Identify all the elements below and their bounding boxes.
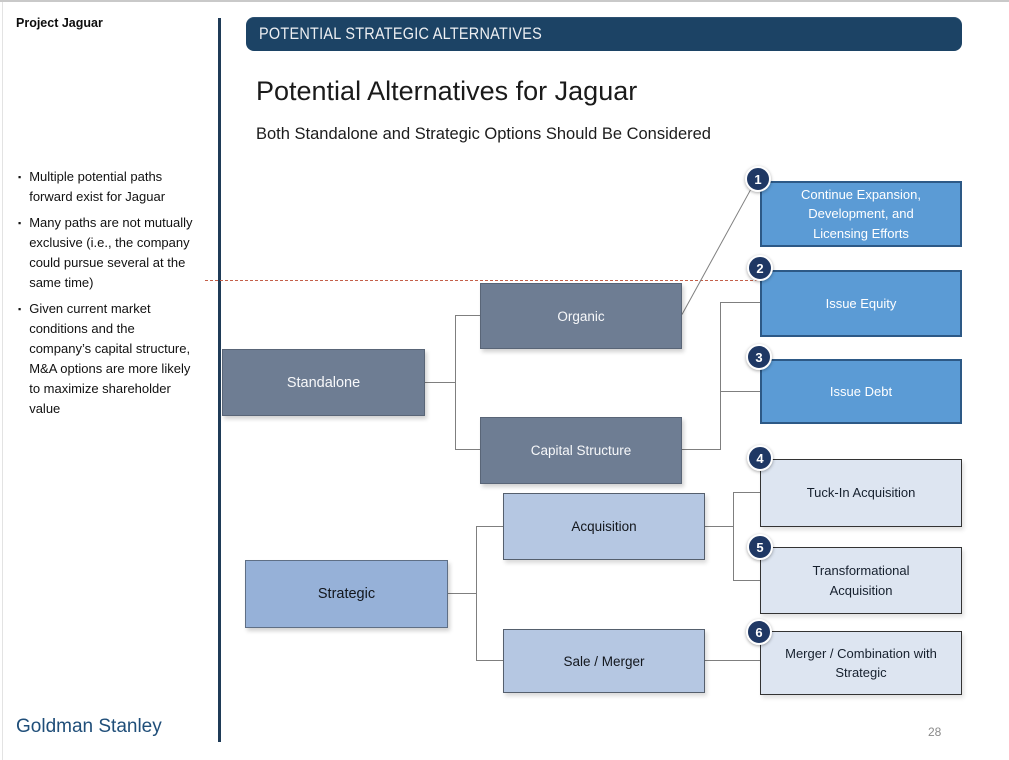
section-header-title: POTENTIAL STRATEGIC ALTERNATIVES [259, 24, 543, 43]
alt-box-tuck-in-acquisition: Tuck-In Acquisition [760, 459, 962, 527]
alt-label: Issue Debt [829, 383, 893, 399]
bullet-icon: ▪ [18, 304, 22, 314]
page-title: Potential Alternatives for Jaguar [256, 76, 638, 106]
number-badge-3: 3 [746, 344, 772, 370]
node-label: Organic [557, 308, 605, 324]
node-label: Standalone [286, 374, 361, 391]
alt-label: Continue Expansion, Development, and Lic… [801, 186, 921, 241]
node-standalone: Standalone [222, 349, 425, 416]
connector-line [705, 660, 760, 661]
alt-box-issue-equity: Issue Equity [760, 270, 962, 337]
node-strategic: Strategic [245, 560, 448, 628]
connector-line [682, 449, 720, 450]
project-label: Project Jaguar [16, 16, 103, 30]
number-badge-6: 6 [746, 619, 772, 645]
node-label: Sale / Merger [563, 653, 645, 669]
connector-line [476, 526, 503, 527]
bullet-item: ▪ Many paths are not mutually exclusive … [18, 213, 214, 293]
connector-line [448, 593, 476, 594]
node-label: Acquisition [571, 519, 637, 534]
node-organic: Organic [480, 283, 682, 349]
slide-bottom-border [0, 0, 1009, 2]
bullet-item: ▪ Given current market conditions and th… [18, 299, 214, 419]
connector-line [720, 302, 760, 303]
alt-label: Transformational Acquisition [812, 563, 910, 598]
connector-line [733, 580, 760, 581]
alt-box-transformational-acquisition: Transformational Acquisition [760, 547, 962, 614]
bullet-item: ▪ Multiple potential paths forward exist… [18, 167, 214, 207]
bullet-text: Many paths are not mutually exclusive (i… [29, 215, 193, 290]
connector-line [720, 302, 721, 450]
dashed-guideline [205, 280, 788, 281]
connector-line [455, 315, 480, 316]
connector-line [733, 492, 734, 581]
bullet-text: Multiple potential paths forward exist f… [29, 169, 166, 204]
connector-line [476, 526, 477, 661]
node-capital-structure: Capital Structure [480, 417, 682, 484]
connector-line [425, 382, 455, 383]
node-acquisition: Acquisition [503, 493, 705, 560]
bullet-text: Given current market conditions and the … [29, 301, 191, 416]
bullet-icon: ▪ [18, 218, 22, 228]
node-sale-merger: Sale / Merger [503, 629, 705, 693]
number-badge-2: 2 [747, 255, 773, 281]
number-badge-4: 4 [747, 445, 773, 471]
number-badge-1: 1 [745, 166, 771, 192]
node-label: Strategic [317, 586, 376, 602]
alt-label: Issue Equity [825, 295, 897, 311]
connector-line [455, 315, 456, 450]
section-header-bar: POTENTIAL STRATEGIC ALTERNATIVES [246, 17, 962, 51]
sidebar-bullet-list: ▪ Multiple potential paths forward exist… [18, 167, 214, 425]
connector-line [720, 391, 760, 392]
alt-label: Tuck-In Acquisition [806, 485, 916, 501]
footer-brand: Goldman Stanley [16, 716, 162, 737]
connector-line [733, 492, 760, 493]
number-badge-5: 5 [747, 534, 773, 560]
page-subtitle: Both Standalone and Strategic Options Sh… [256, 125, 711, 143]
alt-label: Merger / Combination with Strategic [785, 645, 937, 681]
page-number: 28 [928, 725, 942, 739]
alt-box-merger-combination: Merger / Combination with Strategic [760, 631, 962, 695]
alt-box-issue-debt: Issue Debt [760, 359, 962, 424]
bullet-icon: ▪ [18, 172, 22, 182]
connector-line [476, 660, 503, 661]
node-label: Capital Structure [530, 443, 632, 458]
connector-line [705, 526, 733, 527]
connector-line [455, 449, 480, 450]
alt-box-continue-expansion: Continue Expansion, Development, and Lic… [760, 181, 962, 247]
vertical-divider [218, 18, 221, 742]
slide-left-border [2, 0, 3, 760]
connector-diagonal [681, 189, 751, 315]
